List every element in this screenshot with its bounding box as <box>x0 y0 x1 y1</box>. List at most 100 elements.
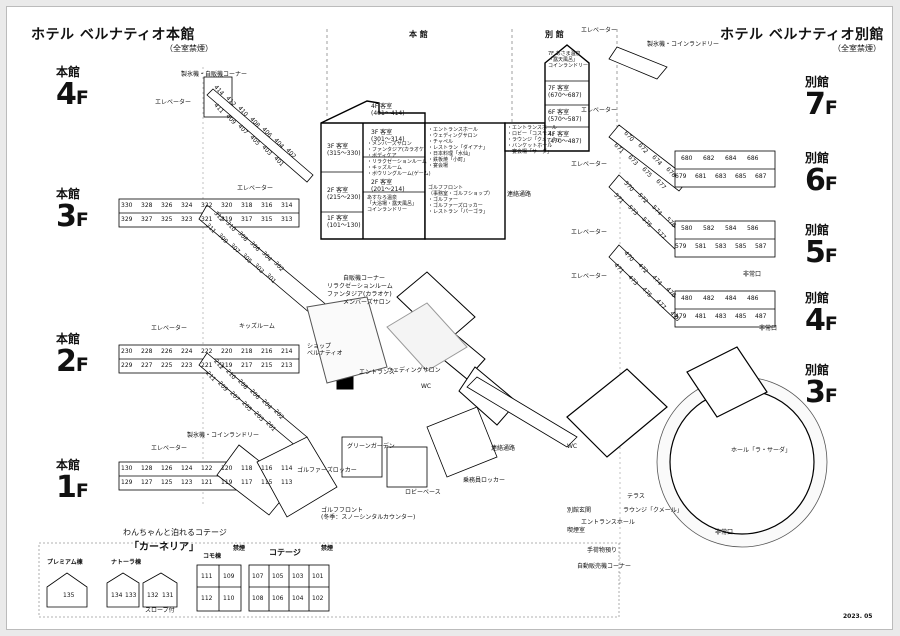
honkan-2f-wing <box>118 344 308 448</box>
label-entrance-hall: エントランスホール <box>581 519 635 526</box>
kinen-2: 禁煙 <box>321 545 334 552</box>
room-485: 485 <box>735 313 747 320</box>
stroke-room-1: 132 <box>147 592 159 599</box>
room-214: 214 <box>281 348 293 355</box>
map-sheet: ホテル ベルナティオ本館 （全室禁煙） ホテル ベルナティオ別館 （全室禁煙） … <box>6 6 893 630</box>
label-entrance: エントランス <box>359 369 395 376</box>
room-679: 679 <box>675 173 687 180</box>
honkan-title: ホテル ベルナティオ本館 <box>31 27 196 43</box>
label-bekkan-entrance: 別館玄関 <box>567 507 592 514</box>
sd-honkan-4f: 4F 客室(401～414) <box>371 103 405 117</box>
room-680: 680 <box>681 155 693 162</box>
room-683: 683 <box>715 173 727 180</box>
bekkan-hall <box>656 346 828 548</box>
room-230: 230 <box>121 348 133 355</box>
room-218: 218 <box>241 348 253 355</box>
room-585: 585 <box>735 243 747 250</box>
room-117: 117 <box>241 479 253 486</box>
room-128: 128 <box>141 465 153 472</box>
room-313: 313 <box>281 216 293 223</box>
room-121: 121 <box>201 479 213 486</box>
golf-area <box>256 406 498 518</box>
room-222: 222 <box>201 348 213 355</box>
stroke-room-2: 131 <box>162 592 174 599</box>
honkan-3f-wing <box>118 198 330 320</box>
label-exit-b4b: 非常口 <box>759 325 778 332</box>
room-481: 481 <box>695 313 707 320</box>
honkan-4f-wing <box>203 76 314 183</box>
label-spa-locker: 乗務員ロッカー <box>463 477 506 484</box>
room-487: 487 <box>755 313 767 320</box>
room-216: 216 <box>261 348 273 355</box>
section-label-bekkan: 別 館 <box>545 30 564 39</box>
cottage-room-101: 101 <box>312 573 324 580</box>
floor-label-honkan-2f: 本館 2F <box>56 332 89 379</box>
section-diagram <box>320 44 590 240</box>
floor-label-bekkan-4f: 別館 4F <box>805 291 838 338</box>
label-coinlaundry: 製氷機・コインランドリー <box>187 432 260 439</box>
room-480: 480 <box>681 295 693 302</box>
label-elevator-3f: エレベーター <box>237 185 274 192</box>
cottage-room-104: 104 <box>292 595 304 602</box>
label-passage: 連絡通路 <box>491 445 516 452</box>
label-exit: 非常口 <box>715 529 734 536</box>
room-685: 685 <box>735 173 747 180</box>
room-586: 586 <box>747 225 759 232</box>
sd-honkan-2f: 2F 客室(201～214) <box>371 179 405 193</box>
label-elevator-4f: エレベーター <box>155 99 192 106</box>
label-exit-b4: 非常口 <box>743 271 762 278</box>
footer-date: 2023. 05 <box>843 613 873 620</box>
label-elevator-b7: エレベーター <box>581 107 618 114</box>
sd-honkan-mid-list: ・メンバーズサロン ・ファンタジア(カラオケ) ・ボディケア ・リラクゼーション… <box>367 141 431 177</box>
premium-room: 135 <box>63 592 75 599</box>
room-682: 682 <box>703 155 715 162</box>
room-320: 320 <box>221 202 233 209</box>
room-587: 587 <box>755 243 767 250</box>
label-vending-4f: 製氷機・自販機コーナー <box>181 71 248 78</box>
room-124: 124 <box>181 465 193 472</box>
cottage-room-103: 103 <box>292 573 304 580</box>
room-486: 486 <box>747 295 759 302</box>
room-484: 484 <box>725 295 737 302</box>
room-227: 227 <box>141 362 153 369</box>
label-terrace: テラス <box>627 493 645 500</box>
cottage-room-108: 108 <box>252 595 264 602</box>
room-330: 330 <box>121 202 133 209</box>
room-213: 213 <box>281 362 293 369</box>
room-329: 329 <box>121 216 133 223</box>
section-label-honkan: 本 館 <box>409 30 428 39</box>
label-wc-1: WC <box>421 383 432 390</box>
room-219: 219 <box>221 362 233 369</box>
floor-label-bekkan-3f: 別館 3F <box>805 363 838 410</box>
room-228: 228 <box>141 348 153 355</box>
sd-bekkan-3f-list: ・エントランスホール ・ロビー「コスモス」 ・ラウンジ「クメール」 ・バンケット… <box>507 125 562 155</box>
label-baggage: 手荷物預り <box>587 547 618 554</box>
room-125: 125 <box>161 479 173 486</box>
room-226: 226 <box>161 348 173 355</box>
komo-room-4: 110 <box>223 595 235 602</box>
label-fantasy: ファンタジア(カラオケ) <box>327 291 392 298</box>
cottage-room-105: 105 <box>272 573 284 580</box>
room-327: 327 <box>141 216 153 223</box>
label-elevator-b4: エレベーター <box>571 273 608 280</box>
floor-label-bekkan-6f: 別館 6F <box>805 151 838 198</box>
label-vending-b7: 製氷機・コインランドリー <box>647 41 720 48</box>
room-684: 684 <box>725 155 737 162</box>
room-123: 123 <box>181 479 193 486</box>
floor-label-honkan-4f: 本館 4F <box>56 65 89 112</box>
sd-bekkan-6f: 6F 客室(570～587) <box>548 109 582 123</box>
sd-side-2f: 2F 客室(215～230) <box>327 187 361 201</box>
cottage-room-102: 102 <box>312 595 324 602</box>
floor-label-bekkan-5f: 別館 5F <box>805 223 838 270</box>
honkan-nonsmoking: （全室禁煙） <box>165 44 213 53</box>
room-220: 220 <box>221 348 233 355</box>
floor-label-bekkan-7f: 別館 7F <box>805 75 838 122</box>
label-garden: グリーンガーデン <box>347 443 395 450</box>
floor-label-honkan-1f: 本館 1F <box>56 458 89 505</box>
bekkan-nonsmoking: （全室禁煙） <box>833 44 881 53</box>
sd-honkan-1f: 1F 客室(101～130) <box>327 215 361 229</box>
sd-bekkan-top: 7F あさま温泉 「露天風呂」 コインランドリー <box>548 51 589 69</box>
room-221: 221 <box>201 362 213 369</box>
room-687: 687 <box>755 173 767 180</box>
cottage-title-2: 「カーネリア」 <box>129 542 199 553</box>
